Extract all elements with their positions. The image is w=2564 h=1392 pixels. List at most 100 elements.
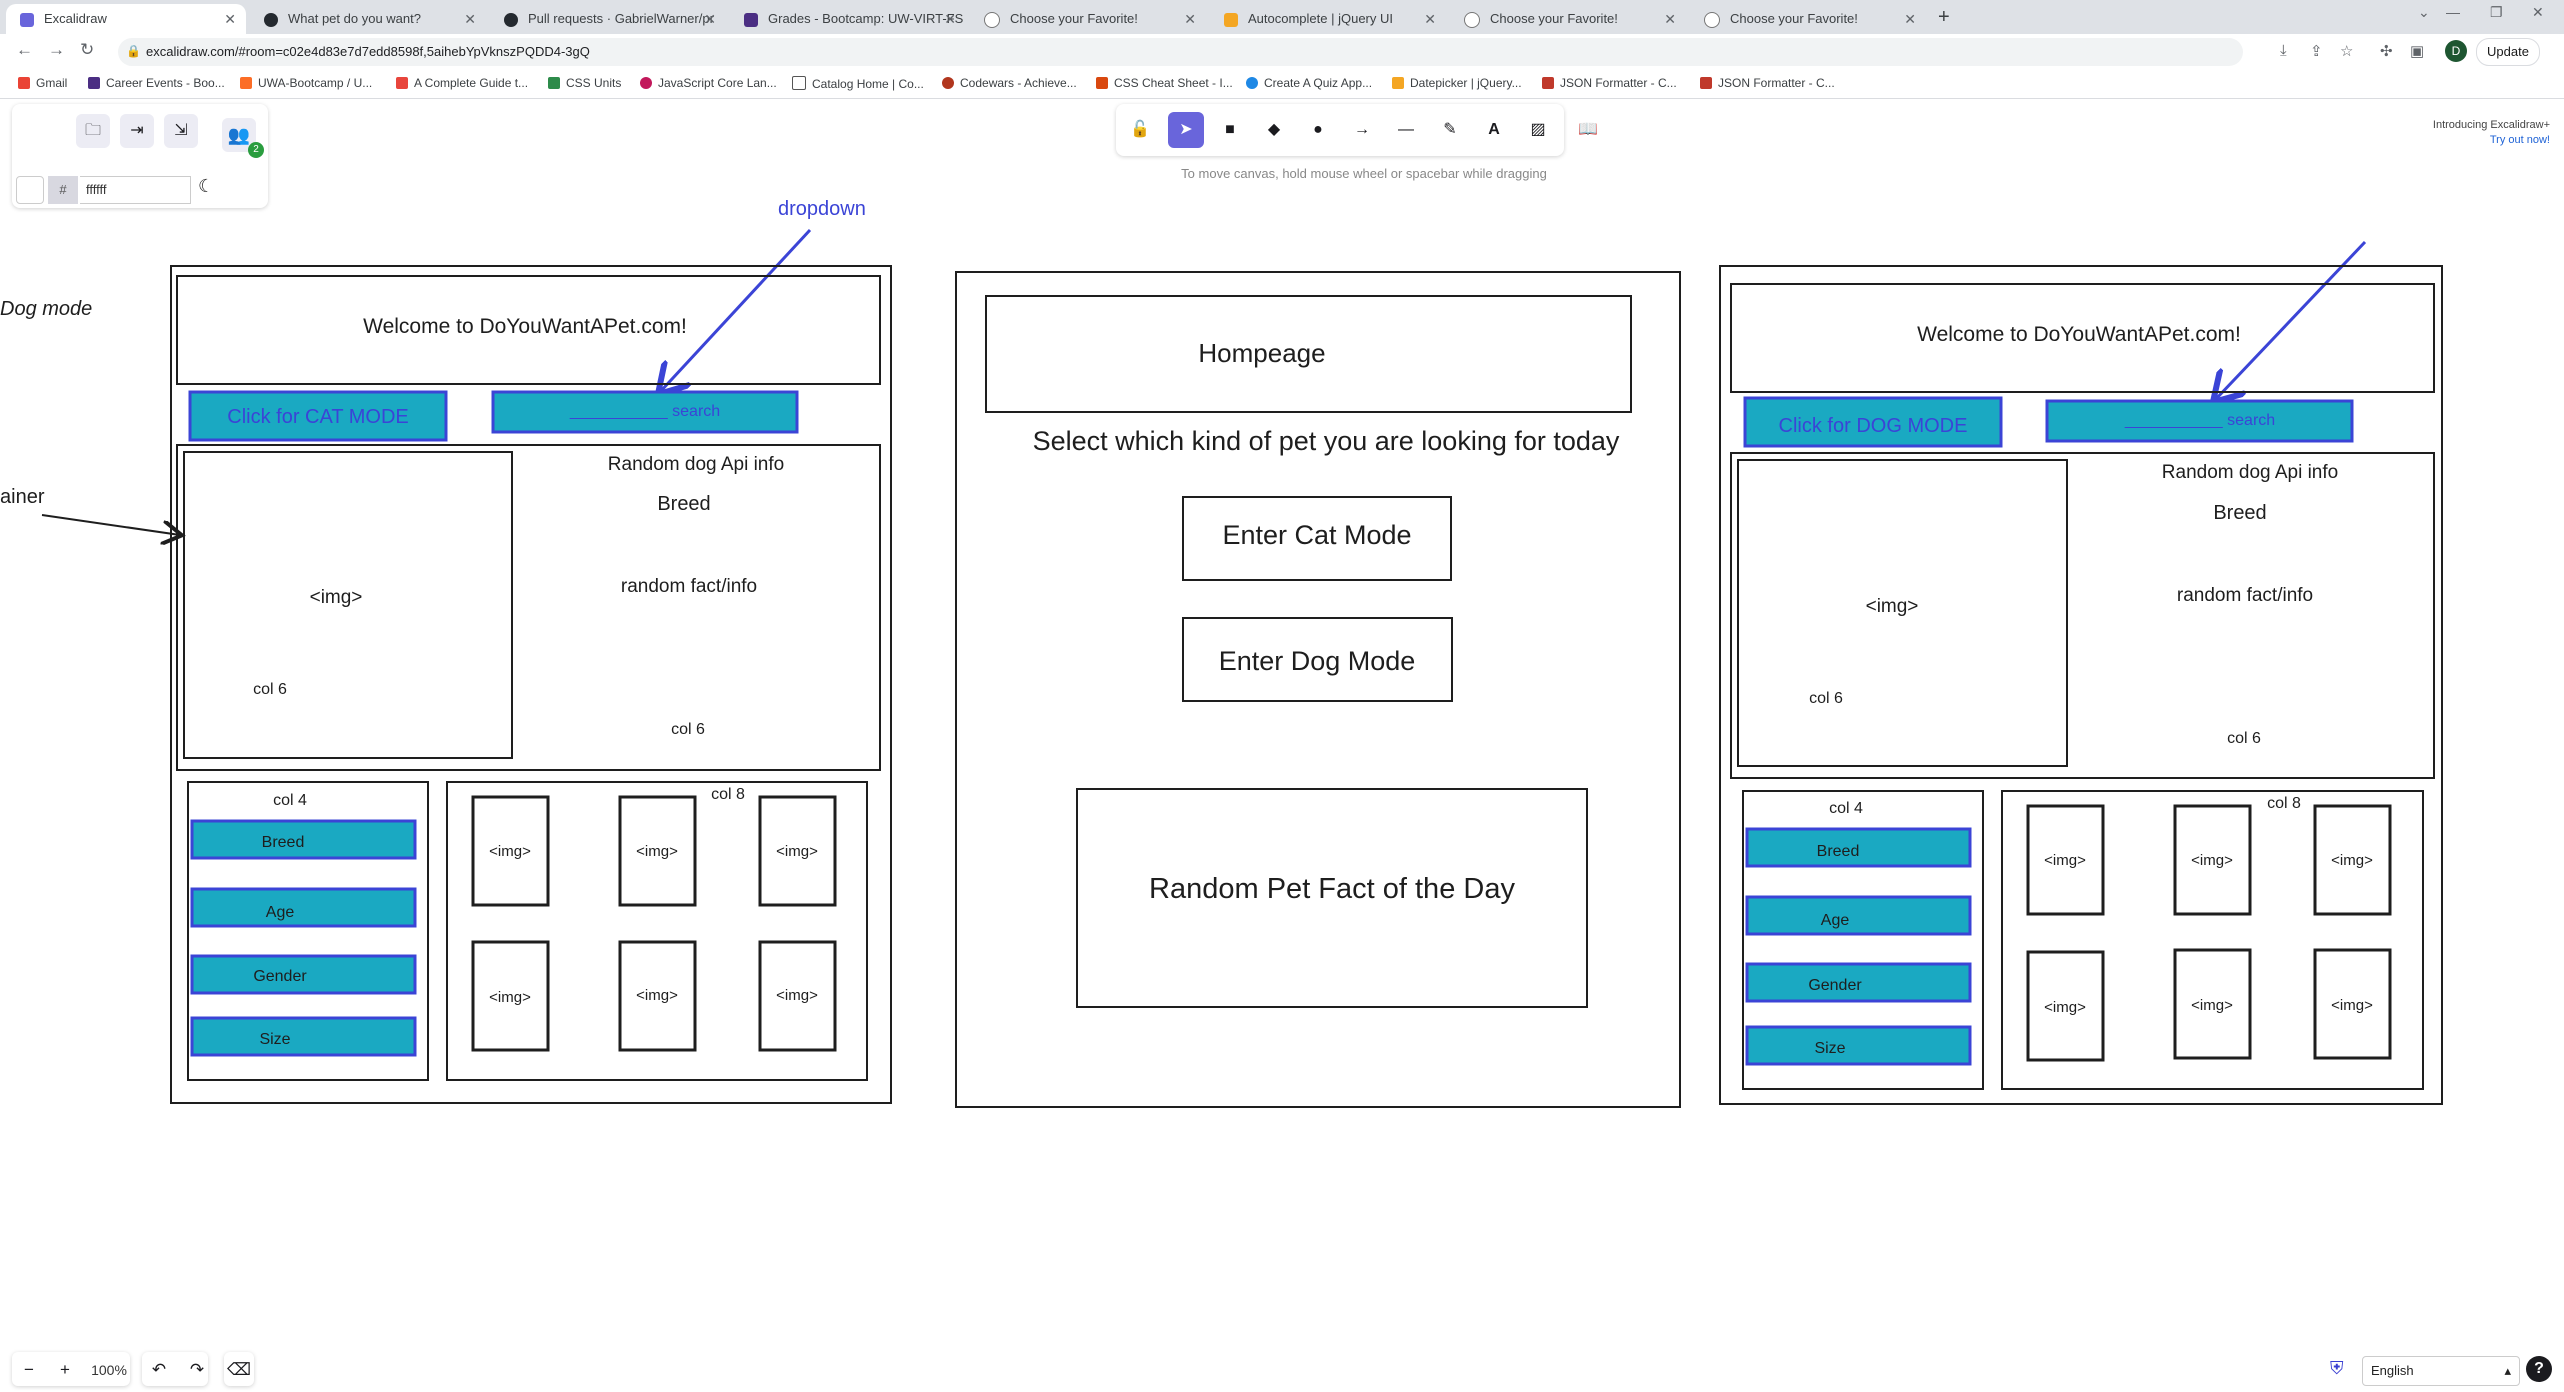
tab-grades[interactable]: Grades - Bootcamp: UW-VIRT-FS✕	[730, 4, 966, 34]
dark-mode-moon-icon[interactable]: ☾	[198, 176, 215, 196]
dropdown-note[interactable]: dropdown	[778, 198, 866, 220]
left-col4[interactable]: col 4	[273, 792, 307, 809]
left-filter-age-label[interactable]: Age	[266, 904, 295, 921]
home-title-box[interactable]	[985, 295, 1632, 413]
enter-cat-mode-label[interactable]: Enter Cat Mode	[1222, 520, 1411, 550]
dropdown-arrow-left[interactable]	[660, 228, 812, 392]
lock-icon[interactable]: 🔒	[126, 44, 141, 58]
right-welcome-box[interactable]	[1730, 283, 2435, 393]
bookmark-career-events[interactable]: Career Events - Boo...	[88, 76, 225, 90]
save-to-icon[interactable]: ⇥	[120, 114, 154, 148]
bookmark-datepicker[interactable]: Datepicker | jQuery...	[1392, 76, 1522, 90]
right-col6-a[interactable]: col 6	[1809, 690, 1843, 707]
left-thumb[interactable]	[471, 940, 550, 1052]
back-icon[interactable]: ←	[16, 40, 33, 59]
close-tab-icon[interactable]: ✕	[1184, 11, 1196, 27]
left-thumb-label[interactable]: <img>	[489, 989, 531, 1006]
left-filter-gender-label[interactable]: Gender	[253, 968, 307, 985]
home-title[interactable]: Hompeage	[1198, 338, 1325, 368]
selection-tool-icon[interactable]: ➤	[1168, 112, 1204, 148]
profile-avatar[interactable]: D	[2445, 40, 2467, 62]
tab-pull-requests[interactable]: Pull requests · GabrielWarner/pr✕	[490, 4, 726, 34]
right-thumb[interactable]	[2026, 950, 2105, 1062]
language-select[interactable]: English▴	[2362, 1356, 2520, 1386]
tab-search-chevron-icon[interactable]: ⌄	[2418, 4, 2430, 20]
right-filter-size-label[interactable]: Size	[1814, 1040, 1845, 1057]
help-icon[interactable]: ?	[2526, 1356, 2552, 1382]
right-mockup[interactable]: Welcome to DoYouWantAPet.com! Click for …	[1719, 265, 2443, 1105]
left-search-label[interactable]: ___________ search	[569, 403, 720, 420]
label-dog-mode-cut[interactable]: Dog mode	[0, 298, 92, 320]
left-thumb[interactable]	[471, 795, 550, 907]
encryption-shield-icon[interactable]: ⛨	[2330, 1358, 2344, 1378]
right-thumb-label[interactable]: <img>	[2044, 999, 2086, 1016]
tab-choose-favorite-1[interactable]: Choose your Favorite!✕	[970, 4, 1206, 34]
right-thumb-label[interactable]: <img>	[2331, 852, 2373, 869]
left-content-row[interactable]	[176, 444, 881, 771]
left-fact[interactable]: random fact/info	[621, 576, 757, 597]
library-book-icon[interactable]: 📖	[1578, 121, 1598, 138]
diamond-tool-icon[interactable]: ◆	[1267, 121, 1281, 138]
left-filter-age[interactable]	[190, 887, 417, 928]
tab-choose-favorite-2[interactable]: Choose your Favorite!✕	[1450, 4, 1686, 34]
close-tab-icon[interactable]: ✕	[1424, 11, 1436, 27]
zoom-level[interactable]: 100%	[91, 1362, 127, 1378]
right-img-label[interactable]: <img>	[1866, 596, 1919, 617]
text-tool-icon[interactable]: A	[1488, 121, 1500, 138]
right-thumb[interactable]	[2313, 804, 2392, 916]
right-thumb[interactable]	[2313, 948, 2392, 1060]
left-thumb-label[interactable]: <img>	[776, 843, 818, 860]
right-welcome-text[interactable]: Welcome to DoYouWantAPet.com!	[1917, 323, 2241, 346]
close-tab-icon[interactable]: ✕	[464, 11, 476, 27]
update-button[interactable]: Update	[2476, 38, 2540, 66]
bookmark-css-units[interactable]: CSS Units	[548, 76, 621, 90]
excalidraw-canvas[interactable]	[0, 99, 2564, 1392]
left-img-label[interactable]: <img>	[310, 587, 363, 608]
right-breed[interactable]: Breed	[2213, 502, 2266, 524]
restore-icon[interactable]: ❐	[2490, 4, 2503, 20]
lock-tool-icon[interactable]: 🔓	[1130, 121, 1150, 138]
url-text[interactable]: excalidraw.com/#room=c02e4d83e7d7edd8598…	[146, 44, 590, 59]
enter-cat-mode-button[interactable]	[1182, 496, 1452, 581]
background-color-swatch[interactable]	[16, 176, 44, 204]
dropdown-arrow-right[interactable]	[2215, 240, 2367, 400]
left-col6-a[interactable]: col 6	[253, 681, 287, 698]
left-mode-button[interactable]	[188, 390, 448, 442]
right-search-bar[interactable]	[2045, 399, 2354, 443]
export-image-icon[interactable]: ⇲	[164, 114, 198, 148]
homepage-mockup[interactable]: Hompeage Select which kind of pet you ar…	[955, 271, 1681, 1108]
right-search-label[interactable]: ___________ search	[2124, 412, 2275, 429]
right-filter-column[interactable]	[1742, 790, 1984, 1090]
right-filter-gender[interactable]	[1745, 962, 1972, 1003]
left-welcome-box[interactable]	[176, 275, 881, 385]
close-tab-icon[interactable]: ✕	[704, 11, 716, 27]
container-arrow[interactable]	[41, 514, 180, 535]
right-col4[interactable]: col 4	[1829, 800, 1863, 817]
minimize-icon[interactable]: —	[2446, 4, 2460, 20]
right-mode-button-label[interactable]: Click for DOG MODE	[1779, 415, 1968, 437]
line-tool-icon[interactable]: —	[1398, 121, 1414, 138]
right-filter-breed-label[interactable]: Breed	[1817, 843, 1860, 860]
left-filter-gender[interactable]	[190, 954, 417, 995]
left-search-bar[interactable]	[491, 390, 799, 434]
right-thumb[interactable]	[2026, 804, 2105, 916]
right-content-row[interactable]	[1730, 452, 2435, 779]
tab-choose-favorite-3[interactable]: Choose your Favorite!✕	[1690, 4, 1926, 34]
random-fact-label[interactable]: Random Pet Fact of the Day	[1149, 873, 1515, 905]
draw-pencil-tool-icon[interactable]: ✎	[1443, 121, 1457, 138]
open-folder-icon[interactable]: 🗀	[76, 114, 110, 148]
right-img-box[interactable]	[1737, 459, 2068, 767]
left-outer-frame[interactable]	[170, 265, 892, 1104]
left-col8[interactable]: col 8	[711, 786, 745, 803]
window-close-icon[interactable]: ✕	[2532, 4, 2544, 20]
left-thumb[interactable]	[758, 795, 837, 907]
left-filter-breed[interactable]	[190, 819, 417, 860]
side-panel-icon[interactable]: ▣	[2410, 43, 2425, 60]
right-filter-gender-label[interactable]: Gender	[1808, 977, 1862, 994]
left-thumbs[interactable]: <img> <img> <img> <img> <img> <img>	[471, 795, 837, 1052]
extensions-puzzle-icon[interactable]: ✣	[2380, 43, 2393, 60]
right-thumbs[interactable]: <img> <img> <img> <img> <img> <img>	[2026, 804, 2392, 1062]
right-mode-button[interactable]	[1743, 396, 2003, 448]
left-thumb-label[interactable]: <img>	[636, 987, 678, 1004]
